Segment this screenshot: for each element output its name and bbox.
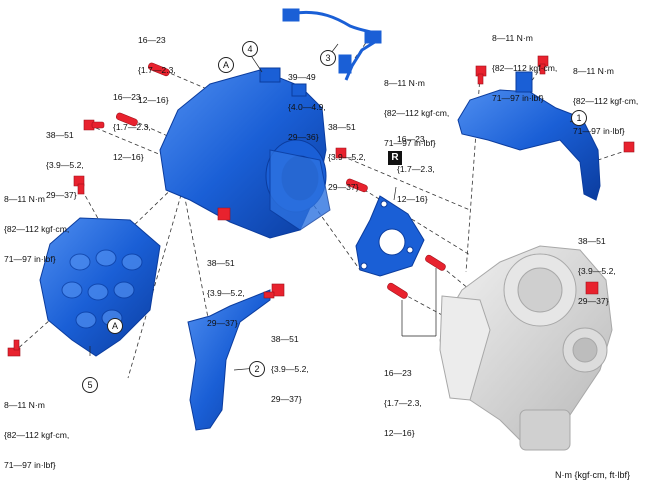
torque-ftlbf: 71—97 in·lbf} (4, 460, 56, 470)
torque-value: 38—51 (271, 334, 299, 344)
torque-value: 16—23 (397, 134, 425, 144)
torque-label: 38—51 {3.9—5.2, 29—37} (578, 216, 616, 316)
bracket (187, 289, 271, 431)
torque-kgf: {82—112 kgf·cm, (4, 224, 70, 234)
torque-value: 8—11 N·m (573, 66, 614, 76)
torque-kgf: {1.7—2.3, (138, 65, 176, 75)
torque-kgf: {3.9—5.2, (207, 288, 245, 298)
oxygen-sensor (282, 8, 382, 81)
torque-kgf: {82—112 kgf·cm, (4, 430, 70, 440)
leader-lines (89, 43, 579, 371)
torque-ftlbf: 29—37} (578, 296, 609, 306)
torque-value: 8—11 N·m (4, 194, 45, 204)
torque-value: 38—51 (46, 130, 74, 140)
torque-ftlbf: 29—36} (288, 132, 319, 142)
torque-ftlbf: 29—37} (271, 394, 302, 404)
torque-value: 39—49 (288, 72, 316, 82)
unit-note: N·m {kgf·cm, ft·lbf} (555, 470, 631, 480)
callout-part-1: 1 (571, 110, 587, 126)
torque-ftlbf: 29—37} (46, 190, 77, 200)
torque-label: 38—51 {3.9—5.2, 29—37} (271, 314, 309, 414)
torque-ftlbf: 29—37} (207, 318, 238, 328)
torque-label: 16—23 {1.7—2.3, 12—16} (384, 348, 422, 448)
torque-ftlbf: 71—97 in·lbf} (573, 126, 625, 136)
torque-label: 8—11 N·m {82—112 kgf·cm, 71—97 in·lbf} (4, 380, 69, 480)
torque-label: 8—11 N·m {82—112 kgf·cm, 71—97 in·lbf} (384, 58, 449, 158)
torque-label: 39—49 {4.0—4.9, 29—36} (288, 52, 326, 152)
replace-part-marker: R (388, 151, 402, 165)
torque-value: 8—11 N·m (384, 78, 425, 88)
torque-value: 16—23 (113, 92, 141, 102)
torque-value: 38—51 (328, 122, 356, 132)
torque-ftlbf: 29—37} (328, 182, 359, 192)
torque-ftlbf: 71—97 in·lbf} (4, 254, 56, 264)
torque-ftlbf: 12—16} (138, 95, 169, 105)
torque-kgf: {1.7—2.3, (113, 122, 151, 132)
fasteners (7, 55, 635, 357)
torque-label: 16—23 {1.7—2.3, 12—16} (113, 72, 151, 172)
torque-ftlbf: 12—16} (384, 428, 415, 438)
torque-value: 16—23 (384, 368, 412, 378)
torque-kgf: {4.0—4.9, (288, 102, 326, 112)
torque-ftlbf: 12—16} (397, 194, 428, 204)
upper-insulator (457, 71, 601, 201)
callout-part-5: 5 (82, 377, 98, 393)
catalytic-converter (159, 67, 331, 239)
turbocharger (439, 245, 613, 451)
torque-kgf: {1.7—2.3, (384, 398, 422, 408)
torque-label: 8—11 N·m {82—112 kgf·cm, 71—97 in·lbf} (573, 46, 638, 146)
torque-label: 8—11 N·m {82—112 kgf·cm, 71—97 in·lbf} (4, 174, 69, 274)
torque-value: 38—51 (578, 236, 606, 246)
torque-kgf: {82—112 kgf·cm, (573, 96, 639, 106)
torque-value: 8—11 N·m (4, 400, 45, 410)
callout-part-2: 2 (249, 361, 265, 377)
torque-value: 16—23 (138, 35, 166, 45)
callout-part-4: 4 (242, 41, 258, 57)
torque-kgf: {3.9—5.2, (328, 152, 366, 162)
torque-label: 38—51 {3.9—5.2, 29—37} (207, 238, 245, 338)
torque-label: 8—11 N·m {82—112 kgf·cm, 71—97 in·lbf} (492, 13, 557, 113)
torque-label: 38—51 {3.9—5.2, 29—37} (46, 110, 84, 210)
torque-kgf: {3.9—5.2, (271, 364, 309, 374)
torque-value: 8—11 N·m (492, 33, 533, 43)
torque-kgf: {82—112 kgf·cm, (384, 108, 450, 118)
torque-ftlbf: 71—97 in·lbf} (384, 138, 436, 148)
torque-label: 16—23 {1.7—2.3, 12—16} (397, 114, 435, 214)
torque-kgf: {3.9—5.2, (578, 266, 616, 276)
torque-value: 38—51 (207, 258, 235, 268)
callout-reference-a: A (107, 318, 123, 334)
torque-kgf: {82—112 kgf·cm, (492, 63, 558, 73)
torque-ftlbf: 71—97 in·lbf} (492, 93, 544, 103)
torque-ftlbf: 12—16} (113, 152, 144, 162)
torque-kgf: {1.7—2.3, (397, 164, 435, 174)
callout-reference-a: A (218, 57, 234, 73)
torque-label: 16—23 {1.7—2.3, 12—16} (138, 15, 176, 115)
torque-kgf: {3.9—5.2, (46, 160, 84, 170)
torque-label: 38—51 {3.9—5.2, 29—37} (328, 102, 366, 202)
callout-part-3: 3 (320, 50, 336, 66)
gasket (355, 195, 425, 277)
